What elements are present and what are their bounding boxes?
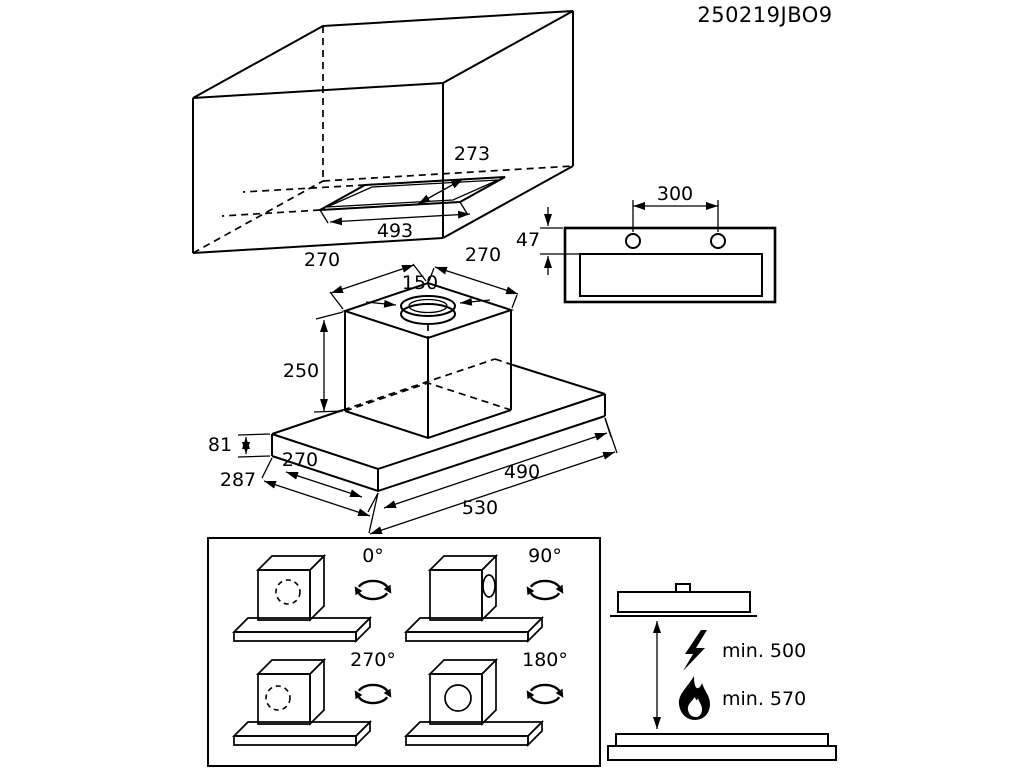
svg-text:270: 270 xyxy=(282,449,318,471)
svg-text:493: 493 xyxy=(377,220,413,242)
mounting-hole-left xyxy=(625,233,641,249)
lightning-icon xyxy=(683,630,707,671)
svg-text:530: 530 xyxy=(462,497,498,519)
hood-front-view: 300 47 xyxy=(516,183,777,304)
dim-collar-diameter: 150 xyxy=(365,272,491,308)
dim-base-height: 81 xyxy=(208,433,271,458)
outlet-orientation-panel: 0° 90° 270° 180° xyxy=(207,537,601,767)
hood-iso-figure: 270 270 150 250 81 xyxy=(208,244,618,535)
orientation-figure-270: 270° xyxy=(233,649,396,746)
outlet-back-icon xyxy=(275,579,301,605)
rotation-arrows-icon xyxy=(525,683,565,705)
cabinet-cutout-figure: 273 493 xyxy=(192,10,574,254)
clearance-figure: min. 500 min. 570 xyxy=(607,583,837,761)
front-body xyxy=(563,226,777,304)
worktop xyxy=(615,733,829,747)
rotation-arrows-icon xyxy=(353,683,393,705)
duct-stub xyxy=(675,583,691,593)
front-panel xyxy=(579,253,763,297)
clearance-electric-label: min. 500 xyxy=(722,640,806,662)
mounting-hole-right xyxy=(710,233,726,249)
dim-hole-spacing: 300 xyxy=(632,183,719,232)
svg-text:490: 490 xyxy=(504,461,540,483)
orientation-figure-90: 90° xyxy=(405,545,565,642)
svg-text:150: 150 xyxy=(402,272,438,294)
orientation-figure-180: 180° xyxy=(405,649,568,746)
orientation-label-90: 90° xyxy=(528,545,562,567)
flame-icon xyxy=(678,676,710,720)
dim-base-inner-depth: 270 xyxy=(282,449,363,498)
outlet-left-icon xyxy=(265,685,291,711)
dim-cutout-width: 493 xyxy=(319,201,471,242)
orientation-label-180: 180° xyxy=(522,649,568,671)
hob xyxy=(607,745,837,761)
dim-cutout-depth: 273 xyxy=(417,143,490,205)
svg-text:81: 81 xyxy=(208,434,232,456)
dim-top-depth: 270 xyxy=(304,249,427,310)
svg-text:270: 270 xyxy=(304,249,340,271)
svg-text:273: 273 xyxy=(454,143,490,165)
cutout-opening xyxy=(319,176,506,211)
orientation-figure-0: 0° xyxy=(233,545,393,642)
rotation-arrows-icon xyxy=(525,579,565,601)
svg-text:270: 270 xyxy=(465,244,501,266)
svg-text:250: 250 xyxy=(283,360,319,382)
rotation-arrows-icon xyxy=(353,579,393,601)
svg-text:47: 47 xyxy=(516,229,540,251)
outlet-right-icon xyxy=(482,574,496,598)
orientation-label-0: 0° xyxy=(362,545,384,567)
outlet-front-icon xyxy=(444,684,472,712)
svg-text:287: 287 xyxy=(220,469,256,491)
duct-collar xyxy=(400,295,456,325)
clearance-gas-label: min. 570 xyxy=(722,688,806,710)
svg-text:300: 300 xyxy=(657,183,693,205)
orientation-label-270: 270° xyxy=(350,649,396,671)
hood-bar xyxy=(617,591,751,613)
dim-top-width: 270 xyxy=(428,244,519,309)
dim-hole-offset: 47 xyxy=(516,207,580,275)
document-code: 250219JBO9 xyxy=(697,3,832,27)
dim-duct-height: 250 xyxy=(283,311,344,413)
dim-base-total-width: 530 xyxy=(369,417,618,535)
